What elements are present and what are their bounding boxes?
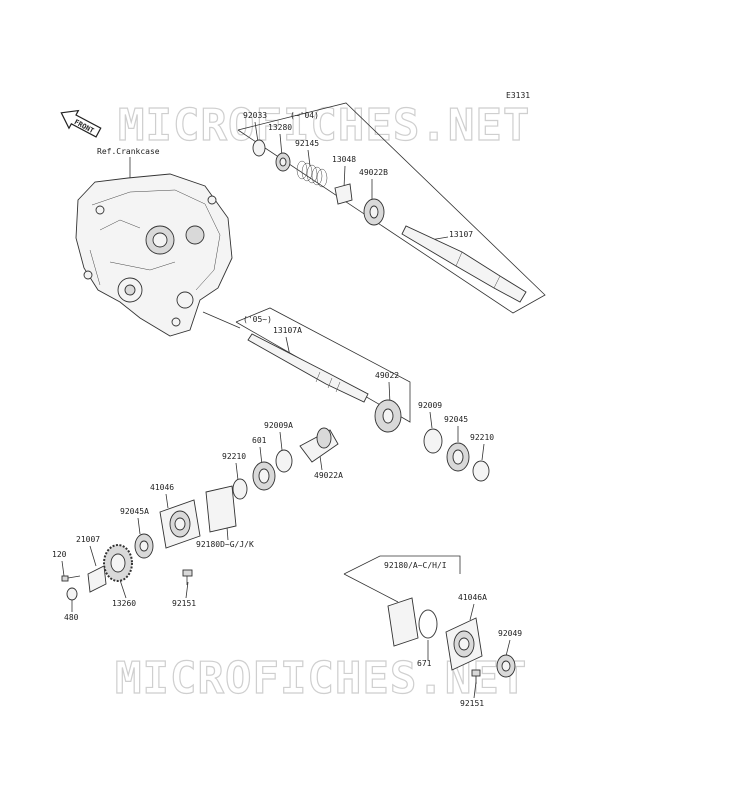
label-41046: 41046 <box>150 483 174 492</box>
oring-671 <box>418 609 438 639</box>
gasket-92180A <box>387 597 419 647</box>
circlip-92033 <box>252 139 266 157</box>
ref-crankcase-label: Ref.Crankcase <box>97 147 160 156</box>
label-21007: 21007 <box>76 535 100 544</box>
label-92145: 92145 <box>295 139 319 148</box>
shim-92009 <box>423 428 443 454</box>
shaft-13107 <box>401 225 527 303</box>
label-49022A: 49022A <box>314 471 343 480</box>
circlip-92210-left <box>232 478 248 500</box>
gasket-92180D <box>205 485 237 533</box>
label-120: 120 <box>52 550 67 559</box>
label-13107A: 13107A <box>273 326 302 335</box>
bolt-120 <box>61 575 81 582</box>
label-92210-left: 92210 <box>222 452 246 461</box>
label-480: 480 <box>64 613 79 622</box>
label-92045: 92045 <box>444 415 468 424</box>
plate-21007 <box>87 565 107 593</box>
circlip-92210-right <box>472 460 490 482</box>
label-13107: 13107 <box>449 230 473 239</box>
label-671: 671 <box>417 659 432 668</box>
label-92045A: 92045A <box>120 507 149 516</box>
label-92151-right: 92151 <box>460 699 484 708</box>
label-92049: 92049 <box>498 629 522 638</box>
label-92151-left: 92151 <box>172 599 196 608</box>
label-49022B: 49022B <box>359 168 388 177</box>
spring-92145 <box>296 160 328 188</box>
label-41046A: 41046A <box>458 593 487 602</box>
label-92210-right: 92210 <box>470 433 494 442</box>
label-49022: 49022 <box>375 371 399 380</box>
bolt-92151-right <box>471 669 481 684</box>
label-92180D: 92180D~G/J/K <box>196 540 254 549</box>
front-arrow-icon: FRONT <box>60 109 102 138</box>
housing-41046 <box>159 499 201 549</box>
label-92009: 92009 <box>418 401 442 410</box>
cam-13048 <box>334 183 353 205</box>
label-92033: 92033 <box>243 111 267 120</box>
pinion-49022A <box>299 427 339 463</box>
label-13048: 13048 <box>332 155 356 164</box>
housing-41046A <box>445 617 483 671</box>
note-middle: ('05~) <box>243 315 272 324</box>
bolt-92151-left <box>182 569 193 585</box>
label-601: 601 <box>252 436 267 445</box>
shaft-13107A <box>247 333 369 403</box>
label-13260: 13260 <box>112 599 136 608</box>
gear-13260 <box>103 544 133 582</box>
oring-480 <box>66 587 78 601</box>
watermark-top: MICROFICHES.NET <box>118 100 530 151</box>
note-upper: (~'04) <box>290 111 319 120</box>
label-92009A: 92009A <box>264 421 293 430</box>
label-13280: 13280 <box>268 123 292 132</box>
diagram-code: E3131 <box>506 91 530 100</box>
crankcase-illustration <box>75 173 233 337</box>
label-92180A: 92180/A~C/H/I <box>384 561 447 570</box>
shim-92009A <box>275 449 293 473</box>
